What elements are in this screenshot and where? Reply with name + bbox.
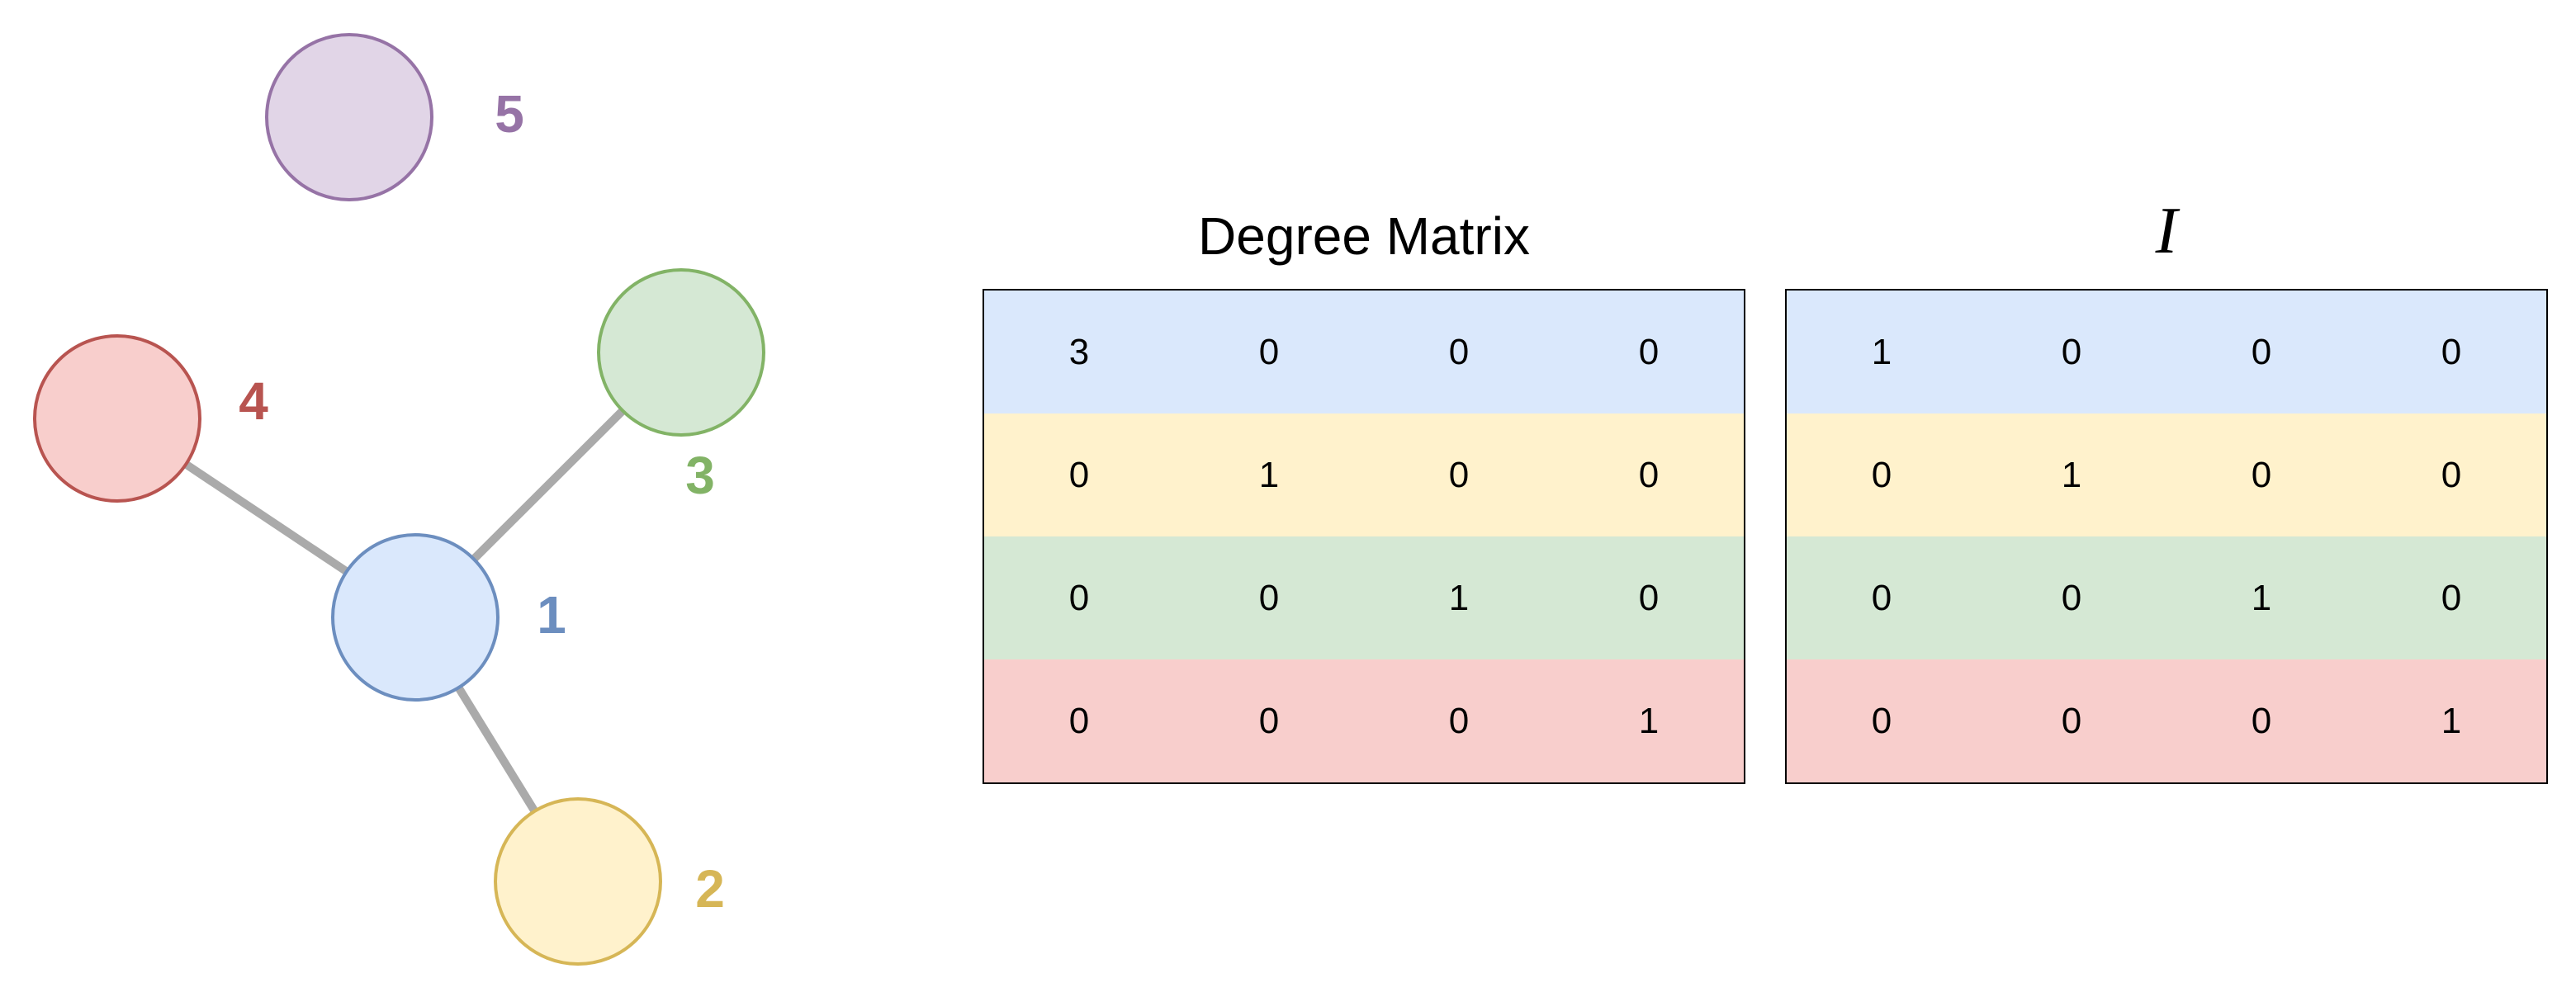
degree-matrix-title: Degree Matrix: [1198, 206, 1530, 266]
degree-matrix-cell-r3-c1: 0: [984, 536, 1174, 659]
identity-matrix-cell-r2-c3: 0: [2166, 413, 2356, 536]
node-5-label: 5: [495, 84, 524, 144]
edge-1-4: [183, 461, 349, 575]
identity-matrix-cell-r1-c4: 0: [2356, 291, 2546, 413]
degree-matrix-cell-r2-c2: 1: [1174, 413, 1364, 536]
degree-matrix-cell-r2-c1: 0: [984, 413, 1174, 536]
node-4-label: 4: [239, 371, 268, 431]
degree-matrix-cell-r4-c4: 1: [1554, 659, 1744, 782]
edge-1-2: [455, 685, 538, 814]
degree-matrix-cell-r3-c3: 1: [1364, 536, 1554, 659]
identity-matrix-cell-r4-c2: 0: [1977, 659, 2166, 782]
node-2-circle[interactable]: [494, 797, 662, 966]
degree-matrix-cell-r3-c4: 0: [1554, 536, 1744, 659]
degree-matrix-cell-r1-c3: 0: [1364, 291, 1554, 413]
degree-matrix-cell-r3-c2: 0: [1174, 536, 1364, 659]
identity-matrix-cell-r2-c4: 0: [2356, 413, 2546, 536]
identity-matrix-cell-r4-c4: 1: [2356, 659, 2546, 782]
degree-matrix-cell-r2-c4: 0: [1554, 413, 1744, 536]
degree-matrix-cell-r1-c1: 3: [984, 291, 1174, 413]
identity-matrix-cell-r4-c1: 0: [1787, 659, 1977, 782]
identity-matrix-cell-r3-c1: 0: [1787, 536, 1977, 659]
degree-matrix-cell-r2-c3: 0: [1364, 413, 1554, 536]
identity-matrix-cell-r4-c3: 0: [2166, 659, 2356, 782]
degree-matrix-cell-r4-c2: 0: [1174, 659, 1364, 782]
degree-matrix-cell-r1-c2: 0: [1174, 291, 1364, 413]
degree-matrix-cell-r4-c1: 0: [984, 659, 1174, 782]
identity-matrix-cell-r3-c4: 0: [2356, 536, 2546, 659]
edge-1-3: [471, 408, 626, 562]
node-1-circle[interactable]: [331, 533, 500, 702]
identity-matrix-cell-r2-c2: 1: [1977, 413, 2166, 536]
identity-matrix-cell-r1-c1: 1: [1787, 291, 1977, 413]
node-4-circle[interactable]: [33, 334, 201, 503]
identity-matrix-title: I: [2155, 195, 2178, 267]
node-1-label: 1: [537, 585, 566, 645]
node-3-label: 3: [685, 446, 715, 505]
node-5-circle[interactable]: [265, 33, 433, 201]
edges-layer: [183, 408, 626, 814]
identity-matrix-cell-r3-c2: 0: [1977, 536, 2166, 659]
degree-matrix-cell-r4-c3: 0: [1364, 659, 1554, 782]
identity-matrix-cell-r1-c3: 0: [2166, 291, 2356, 413]
identity-matrix-cell-r3-c3: 1: [2166, 536, 2356, 659]
node-3-circle[interactable]: [597, 268, 765, 437]
degree-matrix-cell-r1-c4: 0: [1554, 291, 1744, 413]
identity-matrix-cell-r1-c2: 0: [1977, 291, 2166, 413]
identity-matrix-cell-r2-c1: 0: [1787, 413, 1977, 536]
nodes-layer: 1 2 3 4 5: [33, 33, 765, 966]
node-2-label: 2: [695, 859, 725, 919]
